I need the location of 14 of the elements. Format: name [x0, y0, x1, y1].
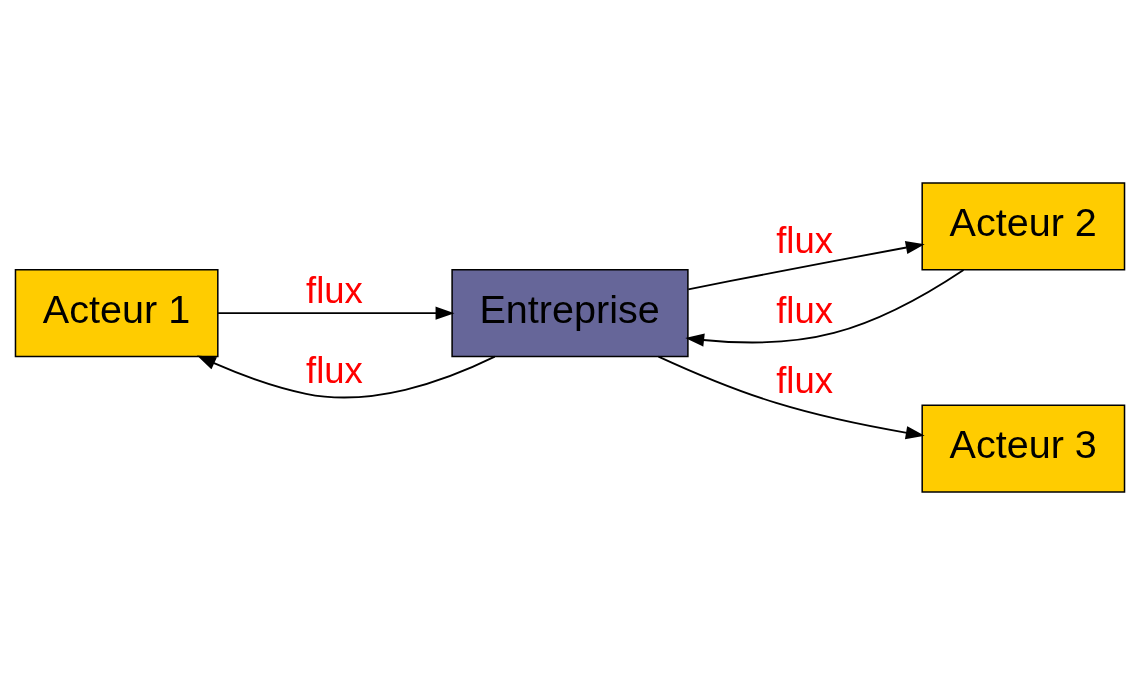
node-box: Acteur 1 — [14, 269, 219, 358]
edge-label: flux — [306, 269, 363, 311]
arrow — [685, 269, 965, 347]
arrow — [217, 306, 455, 320]
arrow — [197, 355, 496, 399]
node-box: Acteur 2 — [921, 182, 1126, 271]
arrow — [657, 355, 925, 440]
edge-label: flux — [776, 219, 833, 261]
node-box: Acteur 3 — [921, 404, 1126, 493]
node-box: Entreprise — [451, 269, 689, 358]
edge-label: flux — [306, 350, 363, 392]
edge-label: flux — [776, 359, 833, 401]
edge-label: flux — [776, 289, 833, 331]
arrow — [687, 241, 925, 291]
